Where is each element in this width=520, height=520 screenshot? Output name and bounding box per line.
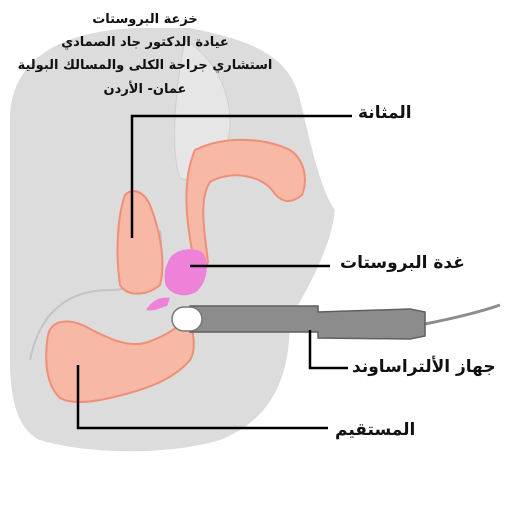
label-ultrasound: جهاز الألتراساوند [352,357,496,377]
rectum-shape [45,316,195,403]
ultrasound-leader [308,330,348,370]
probe-cable [424,303,501,326]
bladder-shape [116,190,164,295]
probe-body [189,305,426,340]
header-specialty: استشاري جراحة الكلى والمسالك البولية [17,58,273,73]
label-prostate: غدة البروستات [340,253,465,273]
bladder-leader [130,114,352,238]
prostate-needle-tip [146,297,170,311]
prostate-gland [164,249,207,296]
header-location: عمان- الأردن [103,82,187,97]
leader-lines [76,114,352,430]
probe-tip [171,306,203,332]
rectum-leader [76,365,328,430]
header-title: خزعة البروستات [92,12,198,27]
label-rectum: المستقيم [335,420,416,440]
label-bladder: المثانة [358,103,412,123]
header-clinic: عيادة الدكتور جاد الصمادي [61,35,229,50]
